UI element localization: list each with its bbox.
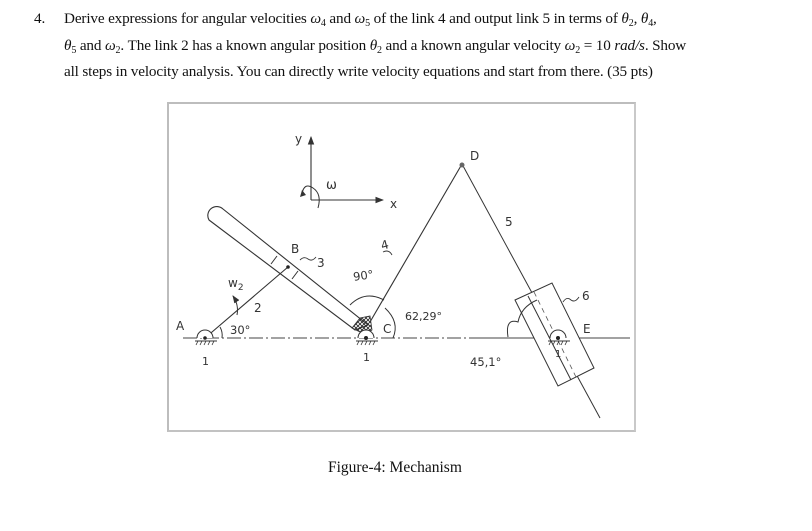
- coordinate-axes: y x ω: [295, 132, 397, 211]
- pin-b: [286, 265, 290, 269]
- label-ground-c: 1: [363, 351, 370, 364]
- symbol: θ: [640, 10, 649, 27]
- theta-5: θ5: [64, 36, 77, 56]
- label-ground-a: 1: [202, 355, 209, 368]
- label-link-6: 6: [582, 289, 590, 303]
- label-d: D: [470, 149, 479, 163]
- text: ,: [653, 10, 657, 27]
- angle-arc-c-90: [349, 295, 385, 306]
- figure-caption: Figure-4: Mechanism: [328, 459, 462, 476]
- label-link-4: 4: [379, 237, 390, 253]
- text: and a known angular velocity: [381, 36, 565, 54]
- question-block: 4. Derive expressions for angular veloci…: [34, 8, 804, 83]
- question-line-1: Derive expressions for angular velocitie…: [64, 8, 804, 35]
- subscript: 5: [71, 44, 77, 56]
- text: . The link 2 has a known angular positio…: [120, 36, 370, 54]
- text: . Show: [644, 36, 687, 54]
- symbol: ω: [104, 36, 116, 54]
- link-2: [204, 266, 289, 339]
- text: of the link 4 and output link 5 in terms…: [369, 10, 622, 27]
- angle-arc-c-62: [384, 307, 396, 339]
- label-link-3: 3: [317, 256, 325, 270]
- label-c: C: [383, 322, 391, 336]
- label-a: A: [176, 319, 185, 333]
- link-4: [369, 163, 463, 323]
- label-e: E: [583, 322, 591, 336]
- subscript: 2: [628, 18, 634, 29]
- label-link-5: 5: [505, 215, 513, 229]
- symbol: θ: [621, 10, 629, 27]
- label-angle-45-1: 45,1°: [470, 355, 501, 369]
- theta-2: θ2: [621, 10, 634, 29]
- angle-arc-e: [507, 299, 538, 338]
- question-line-3: all steps in velocity analysis. You can …: [64, 63, 653, 80]
- text: and: [76, 36, 105, 54]
- ground-pivot-a: [195, 329, 217, 346]
- omega-4: ω4: [310, 10, 326, 29]
- subscript: 2: [575, 44, 581, 56]
- diagram-labels: A B C D E 2 3 4 5 6 1 1 1 w2 30° 90° 62,…: [176, 149, 591, 369]
- subscript: 4: [648, 18, 654, 29]
- label-angle-30: 30°: [230, 323, 250, 337]
- omega-2: ω2: [104, 36, 121, 56]
- text: and: [325, 10, 355, 27]
- ground-pivot-c: [356, 329, 378, 346]
- symbol: ω: [354, 10, 366, 27]
- question-number: 4.: [34, 10, 46, 27]
- label-angle-62-29: 62,29°: [405, 310, 442, 323]
- question-text: Derive expressions for angular velocitie…: [64, 8, 804, 83]
- slider-block-b: [270, 255, 299, 280]
- subscript: 2: [377, 44, 382, 56]
- angle-arc-a: [219, 326, 223, 339]
- equals-value: = 10: [580, 36, 615, 54]
- subscript: 2: [115, 44, 121, 56]
- label-ground-e: 1: [555, 349, 561, 360]
- symbol: θ: [64, 36, 72, 54]
- label-b: B: [291, 242, 299, 256]
- theta-2: θ2: [369, 36, 382, 56]
- link-5: [461, 163, 601, 419]
- omega-label: ω: [326, 178, 337, 193]
- link-3-slotted-bar: [207, 205, 373, 336]
- label-omega2: w2: [228, 276, 244, 293]
- ground-pivot-e: [548, 329, 570, 346]
- subscript: 4: [320, 18, 326, 29]
- omega-2: ω2: [564, 36, 581, 56]
- omega-rotation-arrow-icon: [301, 185, 320, 209]
- text: ,: [633, 10, 641, 27]
- symbol: ω: [310, 10, 321, 27]
- question-line-2: θ5 and ω2. The link 2 has a known angula…: [64, 35, 804, 62]
- axis-y-label: y: [295, 132, 302, 146]
- omega2-arrow-icon: [232, 295, 240, 316]
- label-link-2: 2: [254, 301, 262, 315]
- theta-4: θ4: [640, 10, 654, 29]
- symbol: θ: [369, 36, 378, 54]
- axis-x-label: x: [390, 197, 397, 211]
- unit: rad/s: [614, 36, 645, 54]
- subscript: 5: [365, 18, 370, 29]
- symbol: ω: [564, 36, 576, 54]
- pin-d: [459, 162, 465, 168]
- label-angle-90: 90°: [352, 267, 374, 284]
- text: Derive expressions for angular velocitie…: [64, 10, 311, 27]
- omega-5: ω5: [354, 10, 371, 29]
